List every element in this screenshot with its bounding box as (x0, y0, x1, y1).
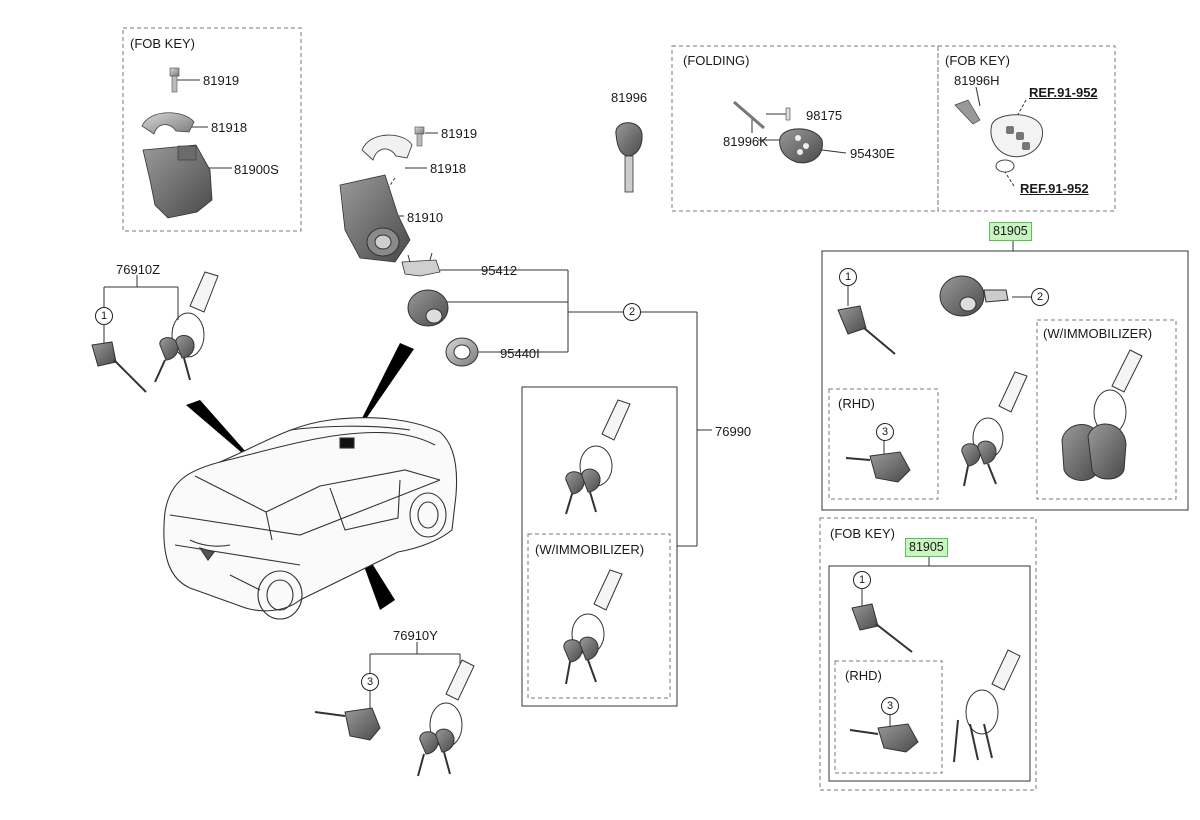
part-81918-label[interactable]: 81918 (211, 120, 248, 135)
fob-key-box-top-left (122, 27, 302, 232)
part-81996k-label[interactable]: 81996K (723, 134, 768, 149)
fob-key-label-top-right: (FOB KEY) (945, 53, 1011, 68)
part-81905-badge[interactable]: 81905 (989, 222, 1032, 241)
part-95430e-label[interactable]: 95430E (850, 146, 895, 161)
callout-3: 3 (881, 697, 899, 715)
screw-81919-a-drawing (169, 67, 180, 93)
callout-3: 3 (876, 423, 894, 441)
fob-key-label-bottom: (FOB KEY) (830, 526, 896, 541)
part-76910y-label[interactable]: 76910Y (393, 628, 438, 643)
part-81996h-label[interactable]: 81996H (954, 73, 1000, 88)
w-immobilizer-box-center (527, 533, 671, 699)
callout-1: 1 (839, 268, 857, 286)
cylinder-drawing (407, 289, 449, 327)
callout-1: 1 (95, 307, 113, 325)
part-98175-label[interactable]: 98175 (806, 108, 843, 123)
housing-81900s-drawing (142, 144, 213, 219)
part-95440i-label[interactable]: 95440I (500, 346, 540, 361)
folding-key-parts-drawing (733, 100, 823, 164)
fob-key-parts-drawing (954, 99, 1044, 173)
fob-key-label-top-left: (FOB KEY) (130, 36, 196, 51)
part-76910z-label[interactable]: 76910Z (116, 262, 161, 277)
rhd-label-bottom: (RHD) (845, 668, 882, 683)
part-76990-label[interactable]: 76990 (715, 424, 752, 439)
screw-81919-b-drawing (414, 126, 425, 147)
part-81919-label[interactable]: 81919 (203, 73, 240, 88)
vehicle-illustration (163, 417, 458, 620)
w-immobilizer-label-center: (W/IMMOBILIZER) (535, 542, 645, 557)
kit-81905-parts-drawing (837, 275, 1143, 487)
folding-key-box (671, 45, 939, 212)
part-81919-label[interactable]: 81919 (441, 126, 478, 141)
part-95412-label[interactable]: 95412 (481, 263, 518, 278)
callout-2: 2 (623, 303, 641, 321)
bracket-81918-a-drawing (141, 112, 195, 135)
door-lock-76910y-drawing (314, 707, 381, 741)
part-81996-label[interactable]: 81996 (611, 90, 648, 105)
lock-cylinder-76910z-drawing (91, 341, 147, 393)
callout-3: 3 (361, 673, 379, 691)
folding-label: (FOLDING) (683, 53, 750, 68)
key-81996-drawing (615, 122, 643, 193)
ref-91-952-link[interactable]: REF.91-952 (1029, 85, 1098, 100)
kit-81905-fob-parts-drawing (849, 603, 1021, 763)
keyset-76990-immobilizer-drawing (563, 569, 623, 685)
fob-key-box-top-right (937, 45, 1116, 212)
w-immobilizer-box-right (1036, 319, 1177, 500)
keyset-76910y-drawing (417, 659, 475, 777)
lock-body-81910-drawing (339, 174, 411, 263)
kit-81905-box (821, 250, 1189, 511)
rhd-box-bottom (834, 660, 943, 774)
ref-91-952-link[interactable]: REF.91-952 (1020, 181, 1089, 196)
callout-2: 2 (1031, 288, 1049, 306)
part-81910-label[interactable]: 81910 (407, 210, 444, 225)
part-81905-badge[interactable]: 81905 (905, 538, 948, 557)
part-81900s-label[interactable]: 81900S (234, 162, 279, 177)
rhd-box-right (828, 388, 939, 500)
switch-95412-drawing (401, 252, 441, 277)
keyset-76990-drawing (565, 399, 631, 515)
part-81918-label[interactable]: 81918 (430, 161, 467, 176)
w-immobilizer-label-right: (W/IMMOBILIZER) (1043, 326, 1153, 341)
callout-1: 1 (853, 571, 871, 589)
keyset-76910z-drawing (154, 271, 219, 383)
fob-key-box-bottom (819, 517, 1037, 791)
ring-95440i-drawing (445, 337, 479, 367)
bracket-81918-b-drawing (361, 134, 413, 161)
rhd-label-right: (RHD) (838, 396, 875, 411)
